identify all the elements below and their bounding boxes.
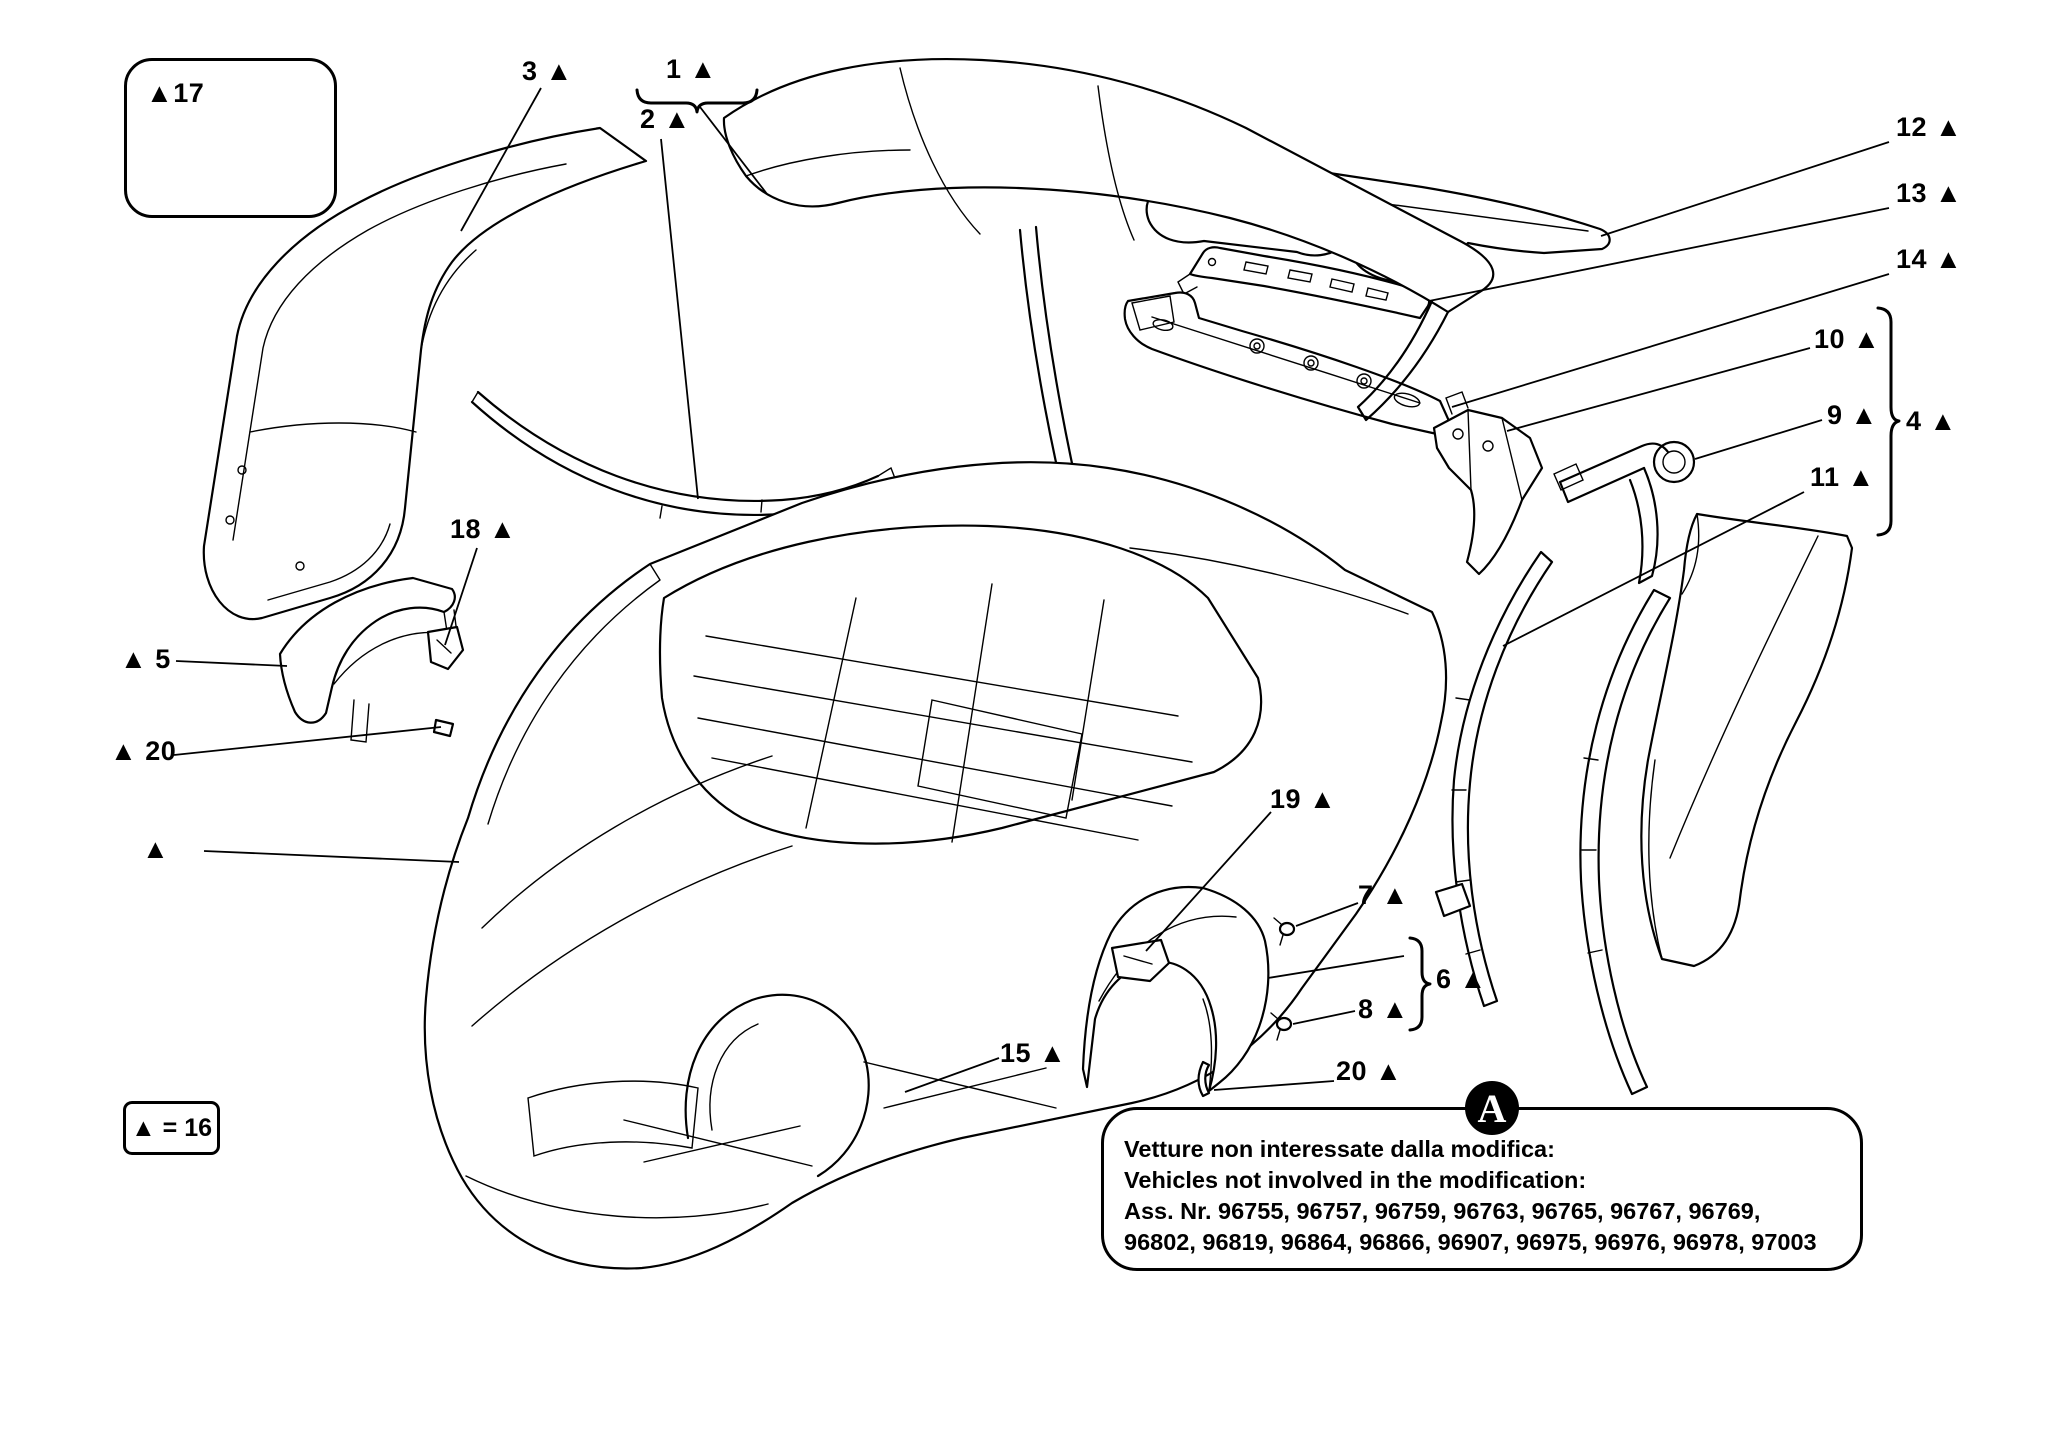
legend-box: ▲ = 16 [123, 1101, 220, 1155]
legend-text: ▲ = 16 [130, 1113, 213, 1142]
leader-16-marker [203, 850, 460, 863]
part-rear-pillar-bracket [1432, 391, 1544, 576]
leader-19 [1145, 811, 1272, 952]
leader-15 [904, 1057, 1000, 1093]
inset-fastener-box [124, 58, 337, 218]
note-line-english: Vehicles not involved in the modificatio… [1124, 1167, 1587, 1193]
part-b-pillar-reinforcement [1553, 440, 1696, 585]
leader-18 [444, 547, 478, 646]
part-body-side-frame [202, 126, 648, 621]
part-inner-wheelarch-strip [1579, 588, 1672, 1096]
callout-12: 12 ▲ [1896, 112, 1963, 142]
leader-12 [1600, 141, 1890, 237]
callout-7: 7 ▲ [1358, 880, 1409, 910]
part-right-front-fender [1081, 886, 1270, 1093]
callout-6: 6 ▲ [1436, 964, 1487, 994]
callout-14: 14 ▲ [1896, 244, 1963, 274]
callout-20-bottom: 20 ▲ [1336, 1056, 1403, 1086]
note-badge-a: A [1465, 1081, 1519, 1135]
leader-10 [1506, 347, 1811, 432]
leader-11 [1502, 491, 1805, 647]
leader-1 [699, 106, 768, 195]
callout-11: 11 ▲ [1810, 462, 1875, 492]
callout-15: 15 ▲ [1000, 1038, 1067, 1068]
leader-20-bottom [1213, 1080, 1335, 1091]
part-fastener-clip-upper [1273, 917, 1296, 946]
callout-17: ▲17 [146, 78, 205, 108]
note-line-assemblies-1: Ass. Nr. 96755, 96757, 96759, 96763, 967… [1124, 1198, 1761, 1224]
callout-4: 4 ▲ [1906, 406, 1957, 436]
leader-13 [1428, 207, 1890, 302]
leader-14 [1451, 273, 1890, 408]
callout-8: 8 ▲ [1358, 994, 1409, 1024]
callout-13: 13 ▲ [1896, 178, 1963, 208]
note-line-assemblies-2: 96802, 96819, 96864, 96866, 96907, 96975… [1124, 1229, 1817, 1255]
callout-20-left: ▲ 20 [110, 736, 177, 766]
note-line-italian: Vetture non interessate dalla modifica: [1124, 1136, 1555, 1162]
brace-group-6 [1408, 936, 1432, 1032]
leader-5 [175, 660, 288, 667]
brace-group-4 [1876, 306, 1901, 537]
part-seal-sliver [1197, 1060, 1211, 1098]
note-box: Vetture non interessate dalla modifica: … [1101, 1107, 1863, 1271]
callout-19: 19 ▲ [1270, 784, 1337, 814]
callout-18: 18 ▲ [450, 514, 517, 544]
note-badge-letter: A [1477, 1085, 1507, 1131]
callout-2: 2 ▲ [640, 104, 691, 134]
part-body-tub [423, 461, 1448, 1270]
part-cowl-bracket [426, 625, 465, 671]
brace-group-1 [635, 88, 759, 114]
part-fastener-clip-lower [1270, 1012, 1293, 1041]
callout-10: 10 ▲ [1814, 324, 1881, 354]
part-sill-strip [1451, 550, 1554, 1008]
callout-1: 1 ▲ [666, 54, 717, 84]
leader-6 [1267, 955, 1405, 979]
leader-2 [660, 138, 699, 500]
callout-16-marker: ▲ [142, 834, 170, 864]
leader-3 [460, 87, 542, 232]
leader-8 [1292, 1010, 1356, 1025]
part-rear-quarter-panel [1640, 512, 1854, 968]
leader-20-left [173, 726, 442, 756]
callout-3: 3 ▲ [522, 56, 573, 86]
part-left-front-fender [278, 576, 458, 743]
leader-7 [1295, 902, 1359, 927]
callout-9: 9 ▲ [1827, 400, 1878, 430]
callout-5: ▲ 5 [120, 644, 171, 674]
part-fender-bracket [1110, 938, 1171, 983]
leader-9 [1694, 419, 1823, 460]
part-small-bracket-rear [1434, 882, 1472, 918]
